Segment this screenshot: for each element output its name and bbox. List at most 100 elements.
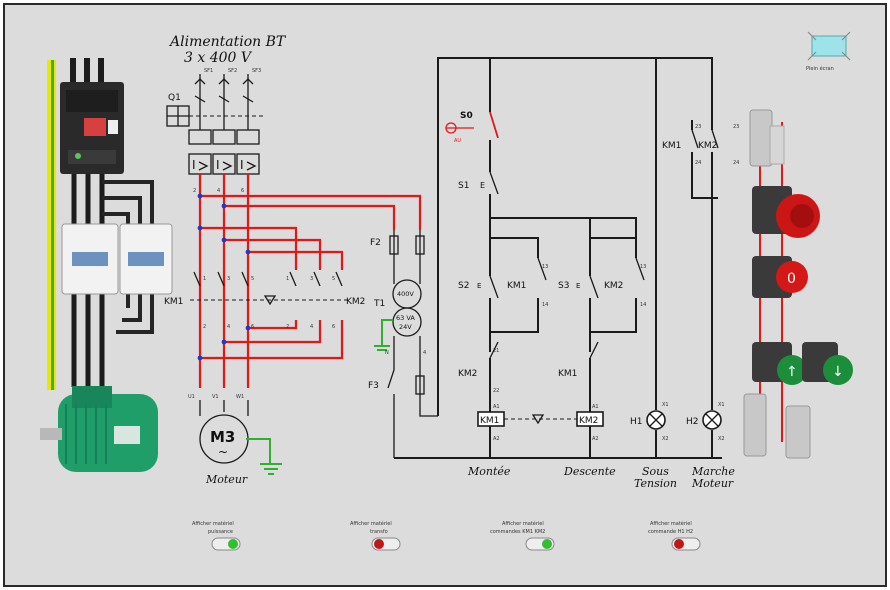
svg-text:A2: A2: [592, 436, 599, 442]
toggle-power-hardware[interactable]: Afficher matériel puissance: [192, 520, 241, 551]
fuse-sf2-label: SF2: [228, 68, 237, 74]
emergency-stop-button[interactable]: [752, 186, 820, 238]
svg-text:3: 3: [310, 276, 313, 282]
svg-text:13: 13: [542, 264, 548, 270]
svg-text:4: 4: [423, 350, 426, 356]
contactor-km2-label: KM2: [346, 297, 365, 307]
svg-text:U1: U1: [188, 394, 195, 400]
svg-text:KM1: KM1: [480, 416, 499, 426]
svg-text:I: I: [240, 158, 244, 172]
supply-voltage: 3 x 400 V: [184, 50, 253, 66]
top-km1-label: KM1: [662, 141, 681, 151]
toggle-on-icon: [542, 539, 552, 549]
svg-text:X1: X1: [662, 402, 669, 408]
toggle-off-icon: [674, 539, 684, 549]
switch-s3-label: S3: [558, 281, 569, 291]
switch-s0-label: S0: [460, 111, 473, 121]
svg-text:X2: X2: [662, 436, 669, 442]
svg-text:transfo: transfo: [370, 529, 388, 535]
supply-title: Alimentation BT: [168, 34, 287, 50]
aux-km2-label: KM2: [604, 281, 623, 291]
diagram-frame: Alimentation BT 3 x 400 V Plein écran: [3, 3, 887, 587]
fullscreen-button[interactable]: Plein écran: [806, 31, 851, 72]
svg-text:14: 14: [640, 302, 646, 308]
wiring-diagram: Alimentation BT 3 x 400 V Plein écran: [40, 31, 853, 551]
toggle-on-icon: [228, 539, 238, 549]
svg-text:commandes KM1 KM2: commandes KM1 KM2: [490, 529, 545, 535]
svg-text:13: 13: [640, 264, 646, 270]
lamp-holder-picture: [749, 109, 773, 167]
down-button[interactable]: ↓: [802, 342, 853, 385]
toggle-off-icon: [374, 539, 384, 549]
svg-text:E: E: [477, 282, 481, 290]
up-arrow-button-icon[interactable]: [777, 355, 807, 385]
toggle-transfo-hardware[interactable]: Afficher matériel transfo: [350, 520, 401, 551]
svg-text:Afficher matériel: Afficher matériel: [502, 520, 544, 527]
up-button[interactable]: ↑: [752, 342, 807, 385]
svg-text:A1: A1: [592, 404, 599, 410]
svg-text:5: 5: [251, 276, 254, 282]
svg-text:V1: V1: [212, 394, 219, 400]
toggle-command-km-hardware[interactable]: Afficher matériel commandes KM1 KM2: [490, 520, 555, 551]
hardware-left: [40, 58, 173, 472]
svg-text:3: 3: [227, 276, 230, 282]
svg-text:23: 23: [733, 124, 739, 130]
transformer-ground-icon: [374, 319, 393, 351]
svg-text:0: 0: [787, 271, 796, 287]
motor-m3-label: M3: [210, 428, 235, 446]
fullscreen-label: Plein écran: [806, 65, 834, 72]
motor-picture: [40, 386, 158, 472]
lamp-h2-picture: [785, 405, 811, 459]
hardware-right: 0 ↑ ↓: [743, 109, 853, 459]
interlock-km1-label: KM1: [558, 369, 577, 379]
svg-text:AU: AU: [454, 138, 461, 144]
svg-text:I: I: [192, 158, 196, 172]
svg-text:W1: W1: [236, 394, 244, 400]
svg-text:4: 4: [310, 324, 313, 330]
svg-text:↑: ↑: [786, 364, 798, 380]
svg-text:A1: A1: [493, 404, 500, 410]
svg-text:2: 2: [193, 188, 196, 194]
svg-text:I: I: [216, 158, 220, 172]
svg-text:63 VA: 63 VA: [396, 314, 415, 322]
transformer-secondary-coil: [392, 307, 422, 337]
svg-text:6: 6: [332, 324, 335, 330]
fuse-sf1-label: SF1: [204, 68, 213, 74]
svg-text:Afficher matériel: Afficher matériel: [350, 520, 392, 527]
power-circuit: SF1 SF2 SF3 Q1 I I I 2 4 6: [164, 68, 422, 486]
caption-descente: Descente: [563, 465, 616, 478]
svg-text:~: ~: [218, 445, 228, 459]
caption-tension: Tension: [634, 477, 677, 490]
ground-icon: [246, 438, 282, 475]
svg-text:5: 5: [332, 276, 335, 282]
svg-text:2: 2: [203, 324, 206, 330]
svg-text:X2: X2: [718, 436, 725, 442]
svg-text:A2: A2: [493, 436, 500, 442]
switch-s2-label: S2: [458, 281, 469, 291]
transformer-t1-label: T1: [373, 299, 385, 309]
svg-text:Afficher matériel: Afficher matériel: [650, 520, 692, 527]
stop-button[interactable]: 0: [752, 256, 808, 298]
stop-button-icon[interactable]: [776, 261, 808, 293]
fullscreen-icon[interactable]: [811, 35, 847, 57]
contactor-km1-label: KM1: [164, 297, 183, 307]
svg-text:↓: ↓: [832, 364, 844, 380]
down-arrow-button-icon[interactable]: [823, 355, 853, 385]
svg-text:6: 6: [241, 188, 244, 194]
breaker-q1-label: Q1: [168, 93, 181, 103]
lamp-h1-label: H1: [630, 417, 643, 427]
svg-text:1: 1: [203, 276, 206, 282]
svg-text:1: 1: [286, 276, 289, 282]
svg-text:4: 4: [217, 188, 220, 194]
fuse-sf3-label: SF3: [252, 68, 261, 74]
lamp-h2-label: H2: [686, 417, 699, 427]
transformer-section: F2 T1 400V 63 VA 24V N 4 F3: [368, 230, 438, 458]
interlock-km2-label: KM2: [458, 369, 477, 379]
svg-text:4: 4: [227, 324, 230, 330]
caption-montee: Montée: [467, 465, 511, 478]
svg-text:commande H1 H2: commande H1 H2: [648, 529, 693, 535]
top-km2-label: KM2: [698, 141, 717, 151]
svg-text:KM2: KM2: [579, 416, 598, 426]
svg-text:24V: 24V: [399, 323, 412, 331]
toggle-command-lamps-hardware[interactable]: Afficher matériel commande H1 H2: [648, 520, 701, 551]
